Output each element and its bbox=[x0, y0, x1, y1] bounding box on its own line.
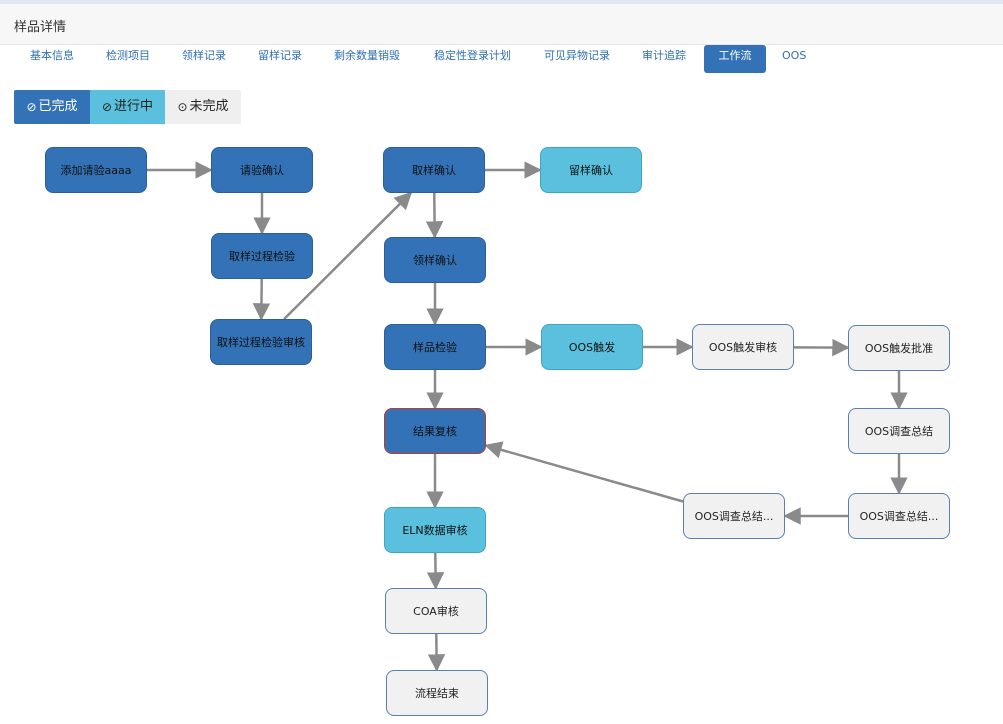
tab-workflow[interactable]: 工作流 bbox=[704, 45, 766, 73]
legend-in-progress-label: 进行中 bbox=[114, 99, 154, 114]
tab-visible-foreign-matter[interactable]: 可见异物记录 bbox=[544, 49, 610, 62]
node-label: 结果复核 bbox=[413, 425, 457, 438]
node-label: 留样确认 bbox=[569, 164, 613, 177]
tab-retained-sample-record[interactable]: 留样记录 bbox=[258, 49, 302, 62]
tab-basic-info[interactable]: 基本信息 bbox=[30, 49, 74, 62]
node-label: OOS调查总结 bbox=[864, 425, 934, 438]
workflow-node-add-request[interactable]: 添加请验aaaa bbox=[45, 147, 147, 193]
node-label: COA审核 bbox=[413, 605, 459, 618]
workflow-node-sample-test[interactable]: 样品检验 bbox=[384, 324, 486, 370]
tab-sample-receive-record[interactable]: 领样记录 bbox=[182, 49, 226, 62]
status-legend: ⊘ 已完成 ⊘ 进行中 ⊙ 未完成 bbox=[14, 90, 241, 124]
workflow-node-sampling-inspection-review[interactable]: 取样过程检验审核 bbox=[210, 319, 312, 365]
legend-not-started-label: 未完成 bbox=[189, 99, 229, 114]
tab-oos[interactable]: OOS bbox=[782, 49, 807, 62]
page-header: 样品详情 bbox=[0, 4, 1003, 45]
legend-in-progress: ⊘ 进行中 bbox=[90, 90, 165, 124]
workflow-node-oos-investigation-summary-2[interactable]: OOS调查总结... bbox=[848, 493, 950, 539]
workflow-node-coa-review[interactable]: COA审核 bbox=[385, 588, 487, 634]
progress-circle-icon: ⊘ bbox=[101, 100, 113, 114]
workflow-node-sampling-confirm[interactable]: 取样确认 bbox=[383, 147, 485, 193]
node-label: 添加请验aaaa bbox=[60, 164, 132, 177]
workflow-node-request-confirm[interactable]: 请验确认 bbox=[211, 147, 313, 193]
top-accent-line bbox=[0, 0, 1003, 4]
node-label: 请验确认 bbox=[240, 164, 284, 177]
workflow-node-process-end[interactable]: 流程结束 bbox=[386, 670, 488, 716]
workflow-node-oos-investigation-summary-3[interactable]: OOS调查总结... bbox=[683, 493, 785, 539]
node-label: 取样过程检验 bbox=[229, 250, 295, 263]
node-label: OOS触发审核 bbox=[708, 341, 778, 354]
legend-completed-label: 已完成 bbox=[38, 99, 78, 114]
workflow-node-retained-confirm[interactable]: 留样确认 bbox=[540, 147, 642, 193]
workflow-node-oos-trigger-review[interactable]: OOS触发审核 bbox=[692, 324, 794, 370]
node-label: OOS触发 bbox=[568, 341, 616, 354]
tab-remaining-destroy[interactable]: 剩余数量销毁 bbox=[334, 49, 400, 62]
workflow-node-eln-data-review[interactable]: ELN数据审核 bbox=[384, 507, 486, 553]
node-label: 取样确认 bbox=[412, 164, 456, 177]
page-title: 样品详情 bbox=[14, 20, 67, 35]
legend-not-started: ⊙ 未完成 bbox=[165, 90, 241, 124]
check-circle-icon: ⊘ bbox=[26, 100, 37, 114]
node-label: OOS触发批准 bbox=[864, 342, 934, 355]
workflow-node-oos-trigger-approve[interactable]: OOS触发批准 bbox=[848, 325, 950, 371]
node-label: 取样过程检验审核 bbox=[217, 336, 305, 349]
workflow-node-oos-investigation-summary[interactable]: OOS调查总结 bbox=[848, 408, 950, 454]
workflow-node-receive-confirm[interactable]: 领样确认 bbox=[384, 237, 486, 283]
workflow-edge-n14-n15 bbox=[484, 441, 684, 503]
node-label: 样品检验 bbox=[413, 341, 457, 354]
tab-stability-plan[interactable]: 稳定性登录计划 bbox=[434, 49, 511, 62]
pending-circle-icon: ⊙ bbox=[177, 100, 188, 114]
node-label: OOS调查总结... bbox=[694, 510, 774, 523]
tab-bar: 基本信息 检测项目 领样记录 留样记录 剩余数量销毁 稳定性登录计划 可见异物记… bbox=[0, 45, 1003, 75]
tab-audit-trail[interactable]: 审计追踪 bbox=[642, 49, 686, 62]
workflow-node-sampling-inspection[interactable]: 取样过程检验 bbox=[211, 233, 313, 279]
workflow-node-oos-trigger[interactable]: OOS触发 bbox=[541, 324, 643, 370]
node-label: 流程结束 bbox=[415, 687, 459, 700]
workflow-node-result-review[interactable]: 结果复核 bbox=[384, 408, 486, 454]
node-label: OOS调查总结... bbox=[859, 510, 939, 523]
node-label: ELN数据审核 bbox=[402, 524, 468, 537]
legend-completed: ⊘ 已完成 bbox=[14, 90, 90, 124]
tab-test-items[interactable]: 检测项目 bbox=[106, 49, 150, 62]
node-label: 领样确认 bbox=[413, 254, 457, 267]
